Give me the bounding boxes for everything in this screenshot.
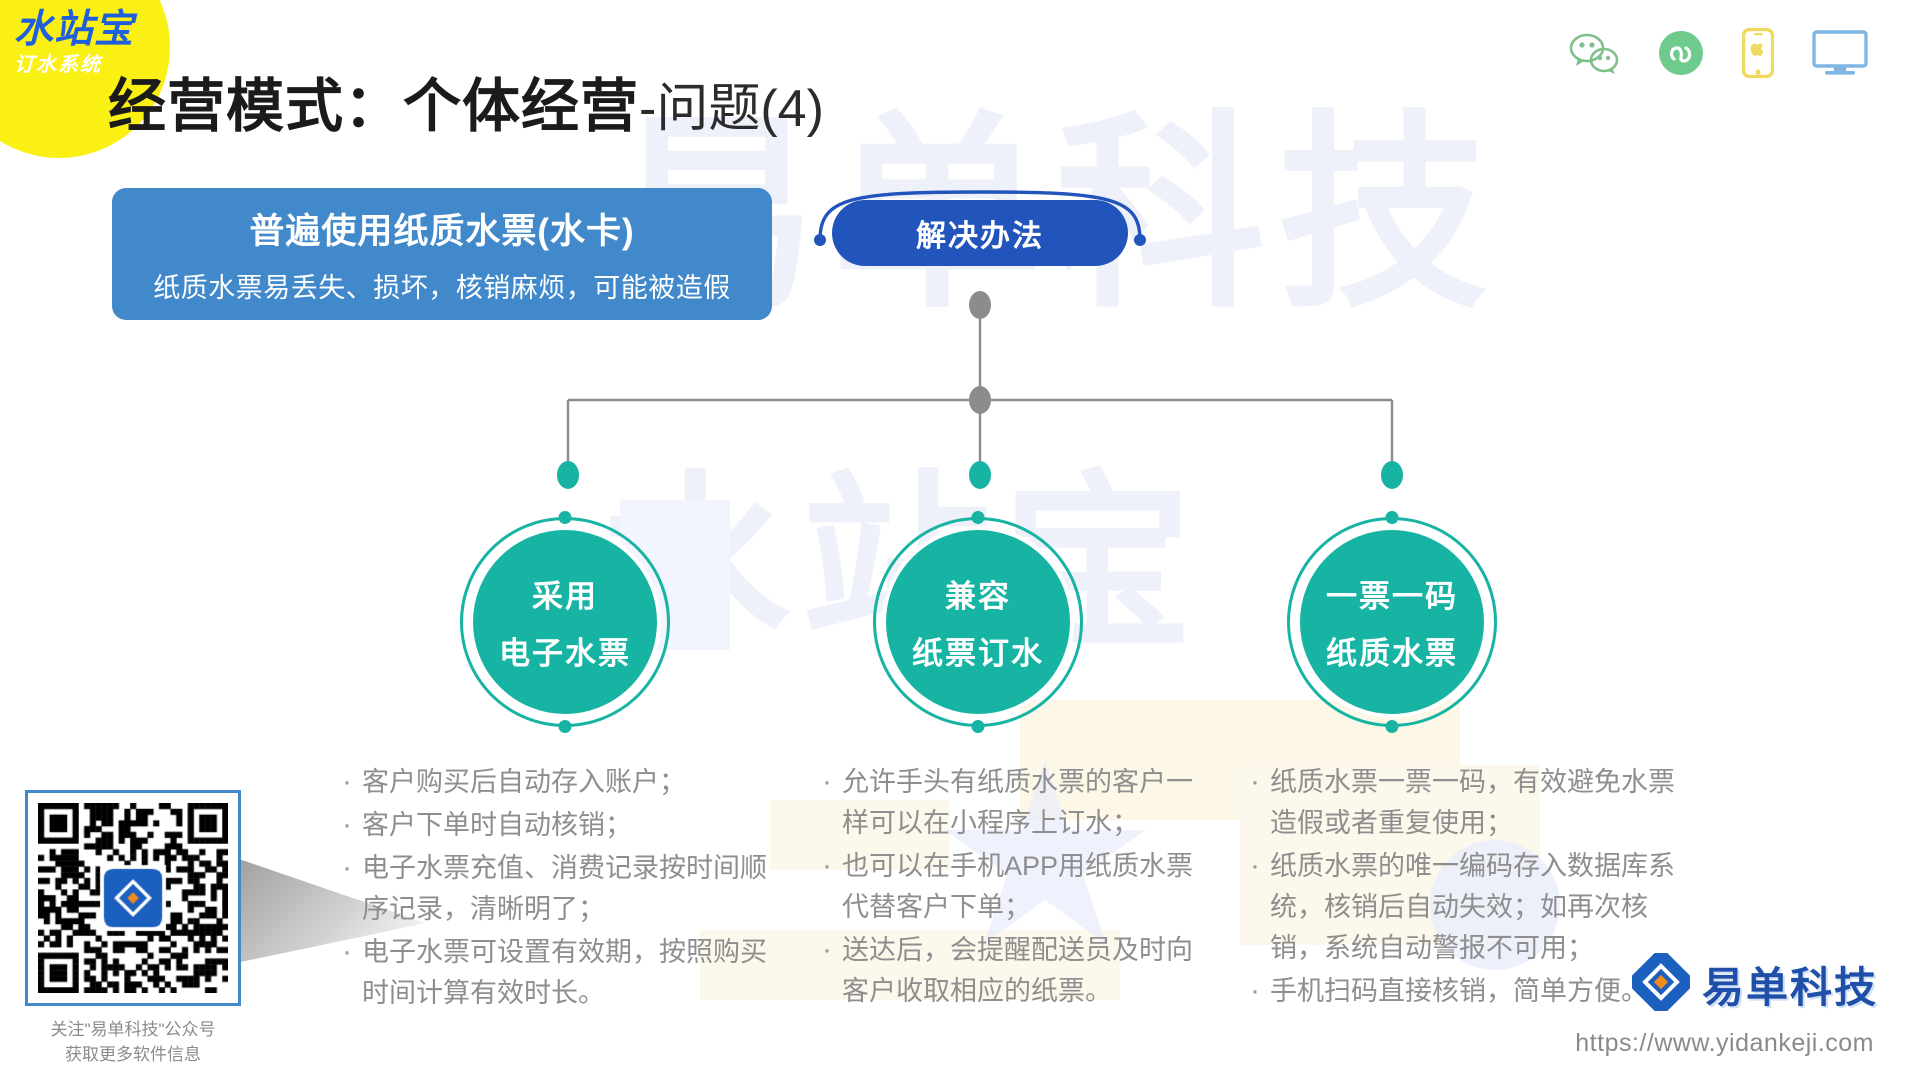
- connector-node-branch-1: [557, 461, 579, 489]
- solution-arc-decoration: [814, 190, 1146, 246]
- page-title-main: 经营模式：个体经营: [108, 74, 640, 139]
- connector-node-branch-3: [1381, 461, 1403, 489]
- desktop-icon[interactable]: [1812, 30, 1868, 76]
- solution-badge: 解决办法: [810, 190, 1150, 276]
- list-item: 允许手头有纸质水票的客户一样可以在小程序上订水；: [820, 759, 1210, 844]
- page-title-suffix: -问题(4): [639, 80, 824, 138]
- connector-node-root: [969, 291, 991, 319]
- solution-node-2[interactable]: 兼容 纸票订水: [873, 511, 1083, 733]
- list-item: 送达后，会提醒配送员及时向客户收取相应的纸票。: [820, 927, 1210, 1012]
- list-item: 电子水票充值、消费记录按时间顺序记录，清晰明了；: [340, 845, 780, 930]
- yidan-logo-icon: [1629, 950, 1693, 1016]
- detail-column-1: 客户购买后自动存入账户；客户下单时自动核销；电子水票充值、消费记录按时间顺序记录…: [340, 759, 780, 1016]
- node-line1: 兼容: [945, 579, 1011, 614]
- mini-program-icon[interactable]: [1658, 30, 1704, 76]
- solution-node-1[interactable]: 采用 电子水票: [460, 511, 670, 733]
- qr-code-image: [38, 803, 228, 993]
- solution-label: 解决办法: [916, 220, 1044, 253]
- detail-column-2: 允许手头有纸质水票的客户一样可以在小程序上订水；也可以在手机APP用纸质水票代替…: [820, 759, 1210, 1014]
- node-line1: 采用: [532, 579, 598, 614]
- list-item: 纸质水票一票一码，有效避免水票造假或者重复使用；: [1248, 759, 1678, 844]
- node-bottom-dot: [558, 720, 572, 733]
- node-top-dot: [558, 511, 572, 524]
- node-disc: 一票一码 纸质水票: [1296, 526, 1488, 718]
- list-item: 也可以在手机APP用纸质水票代替客户下单；: [820, 843, 1210, 928]
- qr-code-card[interactable]: [25, 790, 241, 1006]
- brand-badge: 水站宝 订水系统: [14, 10, 134, 75]
- node-bottom-dot: [1385, 720, 1399, 733]
- page-title: 经营模式：个体经营-问题(4): [108, 78, 824, 136]
- node-line2: 纸票订水: [912, 636, 1044, 671]
- node-top-dot: [1385, 511, 1399, 524]
- problem-description: 纸质水票易丢失、损坏，核销麻烦，可能被造假: [153, 273, 731, 303]
- node-line2: 纸质水票: [1326, 636, 1458, 671]
- node-line1: 一票一码: [1326, 579, 1458, 614]
- wechat-icon[interactable]: [1568, 32, 1620, 74]
- node-disc: 采用 电子水票: [469, 526, 661, 718]
- problem-title: 普遍使用纸质水票(水卡): [249, 212, 635, 251]
- node-line2: 电子水票: [499, 636, 631, 671]
- qr-caption: 关注"易单科技"公众号 获取更多软件信息: [22, 1018, 244, 1067]
- connector-node-junction: [969, 386, 991, 414]
- qr-caption-line1: 关注"易单科技"公众号: [50, 1020, 216, 1039]
- list-item: 电子水票可设置有效期，按照购买时间计算有效时长。: [340, 929, 780, 1014]
- problem-card: 普遍使用纸质水票(水卡) 纸质水票易丢失、损坏，核销麻烦，可能被造假: [112, 188, 772, 320]
- footer-brand-name: 易单科技: [1701, 964, 1878, 1011]
- solution-node-3[interactable]: 一票一码 纸质水票: [1287, 511, 1497, 733]
- footer-brand: 易单科技: [1629, 950, 1878, 1016]
- list-item: 纸质水票的唯一编码存入数据库系统，核销后自动失效；如再次核销，系统自动警报不可用…: [1248, 843, 1678, 969]
- channel-icon-group: [1568, 28, 1868, 78]
- brand-badge-name: 水站宝: [14, 8, 135, 51]
- node-top-dot: [971, 511, 985, 524]
- footer-url: https://www.yidankeji.com: [1575, 1029, 1874, 1057]
- node-bottom-dot: [971, 720, 985, 733]
- connector-node-branch-2: [969, 461, 991, 489]
- list-item: 客户下单时自动核销；: [340, 802, 780, 848]
- qr-caption-line2: 获取更多软件信息: [65, 1044, 201, 1064]
- list-item: 客户购买后自动存入账户；: [340, 759, 780, 805]
- iphone-icon[interactable]: [1742, 28, 1774, 78]
- detail-column-3: 纸质水票一票一码，有效避免水票造假或者重复使用；纸质水票的唯一编码存入数据库系统…: [1248, 759, 1678, 1014]
- list-item: 手机扫码直接核销，简单方便。: [1248, 968, 1678, 1014]
- node-disc: 兼容 纸票订水: [882, 526, 1074, 718]
- brand-badge-subtitle: 订水系统: [14, 54, 102, 76]
- solution-pill: 解决办法: [832, 200, 1128, 266]
